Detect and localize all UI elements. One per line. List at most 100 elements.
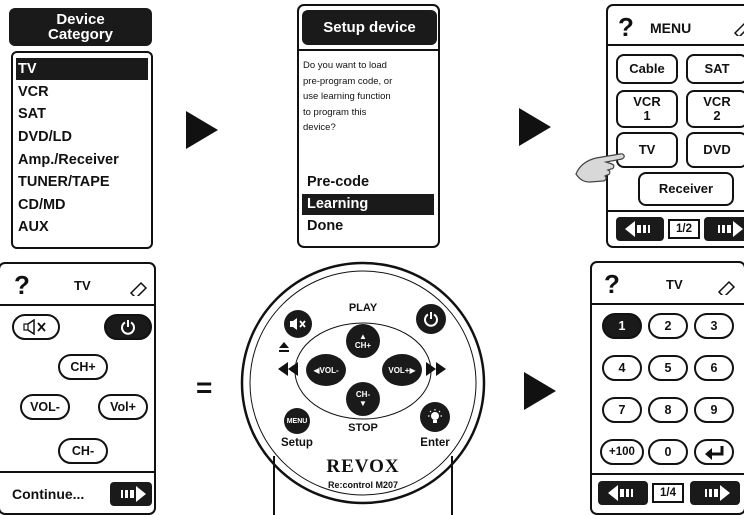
tv-divider-bottom: [0, 471, 154, 473]
page-indicator: 1/4: [652, 483, 684, 503]
remote-vol-plus-button[interactable]: VOL+ ▶: [382, 354, 422, 386]
option-pre-code[interactable]: Pre-code: [307, 174, 370, 190]
triangle-right-icon: ▶: [409, 365, 416, 375]
setup-device-screen: Setup device Do you want to load pre-pro…: [297, 4, 440, 248]
arrow-right-icon: [705, 485, 730, 501]
category-item-sat[interactable]: SAT: [18, 106, 46, 122]
vcr2-button[interactable]: VCR 2: [686, 90, 744, 128]
receiver-button[interactable]: Receiver: [638, 172, 734, 206]
help-icon[interactable]: ?: [604, 269, 620, 299]
fast-forward-icon[interactable]: [426, 362, 448, 376]
key-3[interactable]: 3: [694, 313, 734, 339]
mute-icon: [290, 318, 306, 330]
ch-minus-label: CH-: [355, 390, 371, 399]
arrow-left-icon: [608, 485, 633, 501]
tv-title: TV: [74, 278, 91, 293]
prev-page-button[interactable]: [598, 481, 648, 505]
triangle-left-icon: ◀: [313, 365, 320, 375]
edit-icon[interactable]: [128, 278, 150, 300]
key-6[interactable]: 6: [694, 355, 734, 381]
tv-divider-top: [0, 304, 154, 306]
cable-button[interactable]: Cable: [616, 54, 678, 84]
dvd-button[interactable]: DVD: [686, 132, 744, 168]
key-0[interactable]: 0: [648, 439, 688, 465]
key-5[interactable]: 5: [648, 355, 688, 381]
ch-minus-button[interactable]: CH-: [58, 438, 108, 464]
brand-logo: REVOX: [326, 456, 400, 477]
remote-ch-minus-button[interactable]: CH- ▼: [346, 382, 380, 416]
option-done[interactable]: Done: [307, 218, 344, 234]
header-divider: [299, 49, 438, 51]
next-page-button[interactable]: [690, 481, 740, 505]
category-item-cd-md[interactable]: CD/MD: [18, 197, 66, 213]
stop-label: STOP: [348, 422, 378, 434]
ch-plus-button[interactable]: CH+: [58, 354, 108, 380]
mute-button[interactable]: [12, 314, 60, 340]
remote-vol-minus-button[interactable]: ◀ VOL-: [306, 354, 346, 386]
key-1[interactable]: 1: [602, 313, 642, 339]
arrow-left-icon: [625, 221, 650, 237]
key-4[interactable]: 4: [602, 355, 642, 381]
keypad-divider-top: [592, 303, 744, 305]
flow-arrow-3: [524, 372, 556, 410]
device-category-title: Device Category: [47, 11, 114, 43]
device-category-list: TV VCR SAT DVD/LD Amp./Receiver TUNER/TA…: [11, 51, 153, 249]
prev-page-button[interactable]: [616, 217, 664, 241]
device-category-header: Device Category: [9, 8, 152, 46]
equals-sign: =: [196, 372, 213, 403]
key-8[interactable]: 8: [648, 397, 688, 423]
continue-button[interactable]: [110, 482, 152, 506]
category-item-tuner-tape[interactable]: TUNER/TAPE: [18, 174, 110, 190]
key-plus-100[interactable]: +100: [600, 439, 644, 465]
power-button[interactable]: [104, 314, 152, 340]
option-learning[interactable]: Learning: [302, 194, 434, 215]
sat-button[interactable]: SAT: [686, 54, 744, 84]
edit-icon[interactable]: [732, 20, 744, 39]
ch-plus-label: CH+: [354, 341, 372, 350]
vol-plus-button[interactable]: Vol+: [98, 394, 148, 420]
category-item-tv[interactable]: TV: [16, 58, 148, 80]
menu-divider-top: [608, 44, 744, 46]
remote-ch-plus-button[interactable]: ▲ CH+: [346, 324, 380, 358]
menu-title: MENU: [650, 20, 692, 36]
menu-divider-bottom: [608, 210, 744, 212]
edit-icon[interactable]: [716, 277, 738, 299]
tv-learning-screen: ? TV CH+ VOL- Vol+ CH- Continue...: [0, 262, 156, 515]
help-icon[interactable]: ?: [14, 270, 30, 300]
arrow-right-icon: [718, 221, 743, 237]
remote-control: PLAY ▲ CH+ ◀ VOL- VOL+ ▶ CH- ▼ MENU Setu…: [240, 258, 486, 515]
setup-device-title: Setup device: [323, 19, 416, 36]
rewind-icon[interactable]: [278, 362, 300, 376]
triangle-down-icon: ▼: [359, 399, 367, 408]
page-indicator: 1/2: [668, 219, 700, 239]
tv-button[interactable]: TV: [616, 132, 678, 168]
help-icon[interactable]: ?: [618, 12, 634, 42]
key-7[interactable]: 7: [602, 397, 642, 423]
key-9[interactable]: 9: [694, 397, 734, 423]
category-item-aux[interactable]: AUX: [18, 219, 49, 235]
setup-label: Setup: [281, 437, 313, 449]
question-line: to program this: [303, 106, 367, 118]
model-label: Re:control M207: [327, 480, 398, 490]
category-item-dvd-ld[interactable]: DVD/LD: [18, 129, 72, 145]
category-item-amp-receiver[interactable]: Amp./Receiver: [18, 152, 119, 168]
question-line: pre-program code, or: [303, 75, 393, 87]
question-line: Do you want to load: [303, 60, 387, 71]
category-item-vcr[interactable]: VCR: [18, 84, 49, 100]
remote-mute-button[interactable]: [284, 310, 312, 338]
remote-menu-button[interactable]: MENU: [284, 408, 310, 434]
triangle-up-icon: ▲: [359, 332, 367, 341]
question-line: use learning function: [303, 91, 391, 102]
vcr1-button[interactable]: VCR 1: [616, 90, 678, 128]
vol-minus-label: VOL-: [319, 365, 339, 375]
next-page-button[interactable]: [704, 217, 744, 241]
enter-key[interactable]: [694, 439, 734, 465]
power-icon: [121, 320, 135, 335]
key-2[interactable]: 2: [648, 313, 688, 339]
tv-keypad-screen: ? TV 1 2 3 4 5 6 7 8 9 +100 0 1/4: [590, 261, 744, 515]
pointing-hand-icon: [572, 140, 628, 188]
arrow-right-icon: [121, 486, 146, 502]
vol-minus-button[interactable]: VOL-: [20, 394, 70, 420]
remote-power-button[interactable]: [416, 304, 446, 334]
remote-enter-button[interactable]: [420, 402, 450, 432]
